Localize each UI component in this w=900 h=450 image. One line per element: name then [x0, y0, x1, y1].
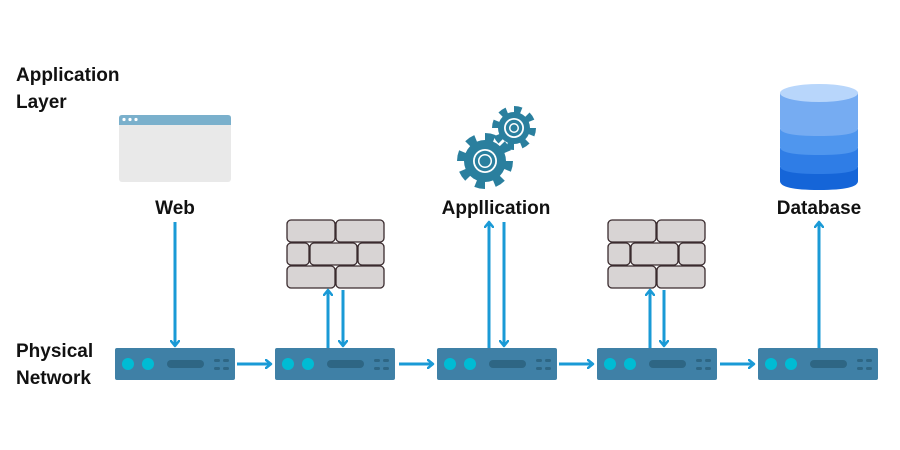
server-led: [122, 358, 134, 370]
web-label: Web: [155, 198, 195, 219]
brick: [656, 265, 706, 289]
server-port: [857, 367, 863, 370]
server-drive-slot: [327, 360, 364, 368]
brick: [286, 242, 310, 266]
browser-window-icon: [119, 115, 231, 182]
server-drive-slot: [649, 360, 686, 368]
application-layer-label: Application Layer: [16, 62, 119, 116]
application-layer-line2: Layer: [16, 92, 67, 113]
server-port: [214, 359, 220, 362]
brick: [656, 219, 706, 243]
server-port: [223, 367, 229, 370]
server-led: [302, 358, 314, 370]
server-icon: [758, 348, 878, 380]
server-led: [765, 358, 777, 370]
server-icon: [115, 348, 235, 380]
brick: [286, 265, 336, 289]
server-port: [545, 367, 551, 370]
physical-network-line1: Physical: [16, 341, 94, 362]
server-port: [374, 367, 380, 370]
gears-icon: [457, 106, 536, 189]
brick: [678, 242, 706, 266]
brick: [630, 242, 679, 266]
server-port: [383, 367, 389, 370]
server-port: [214, 367, 220, 370]
server-led: [785, 358, 797, 370]
server-port: [705, 367, 711, 370]
physical-network-label: Physical Network: [16, 338, 93, 392]
database-label: Database: [776, 198, 862, 219]
large-gear-icon: [457, 133, 513, 189]
brick: [357, 242, 385, 266]
brick: [607, 242, 631, 266]
server-led: [142, 358, 154, 370]
server-icon: [437, 348, 557, 380]
server-drive-slot: [489, 360, 526, 368]
server-port: [866, 359, 872, 362]
application-layer-line1: Application: [16, 65, 120, 86]
server-port: [383, 359, 389, 362]
server-drive-slot: [167, 360, 204, 368]
server-port: [857, 359, 863, 362]
server-icon: [597, 348, 717, 380]
server-drive-slot: [810, 360, 847, 368]
server-port: [374, 359, 380, 362]
server-port: [536, 367, 542, 370]
server-port: [705, 359, 711, 362]
small-gear-icon: [492, 106, 536, 150]
server-port: [545, 359, 551, 362]
server-icon: [275, 348, 395, 380]
server-led: [624, 358, 636, 370]
database-icon: [780, 84, 858, 190]
server-port: [223, 359, 229, 362]
brick: [335, 219, 385, 243]
brick: [607, 265, 657, 289]
server-led: [444, 358, 456, 370]
firewall-icon: [286, 219, 385, 289]
server-port: [696, 359, 702, 362]
server-led: [464, 358, 476, 370]
server-port: [866, 367, 872, 370]
brick: [335, 265, 385, 289]
physical-network-line2: Network: [16, 368, 91, 389]
brick: [607, 219, 657, 243]
firewall-icon: [607, 219, 706, 289]
server-led: [604, 358, 616, 370]
server-led: [282, 358, 294, 370]
server-port: [536, 359, 542, 362]
brick: [309, 242, 358, 266]
application-label: Appllication: [441, 198, 551, 219]
server-port: [696, 367, 702, 370]
brick: [286, 219, 336, 243]
